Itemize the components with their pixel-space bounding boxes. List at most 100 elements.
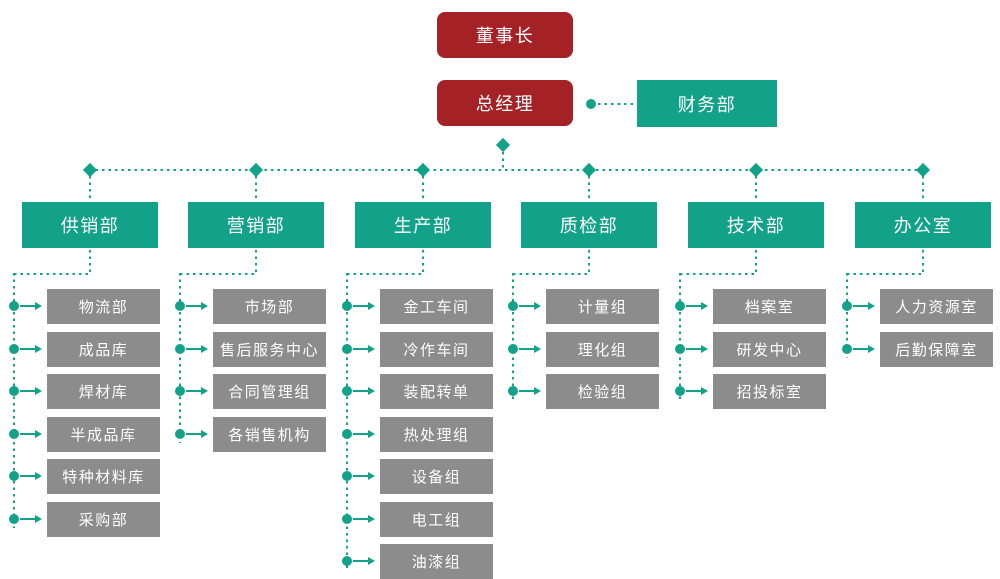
- connector-dot-sub: [9, 471, 19, 481]
- connector-dot-sub: [175, 386, 185, 396]
- connector-arrow-shaft: [519, 390, 535, 392]
- connector-dot-sub: [175, 301, 185, 311]
- arrow-right-icon: [201, 345, 208, 353]
- arrow-right-icon: [701, 345, 708, 353]
- connector-arrow-shaft: [20, 390, 36, 392]
- connector-column-rail: [179, 273, 181, 443]
- arrow-right-icon: [368, 302, 375, 310]
- arrow-right-icon: [701, 387, 708, 395]
- connector-arrow-shaft: [853, 305, 869, 307]
- arrow-right-icon: [368, 557, 375, 565]
- connector-diamond-gm: [495, 137, 511, 153]
- connector-elbow-vertical: [89, 250, 91, 274]
- connector-diamond-branch: [748, 162, 764, 178]
- node-sub-department: 研发中心: [713, 332, 826, 367]
- connector-diamond-branch: [581, 162, 597, 178]
- node-finance-department: 财务部: [637, 80, 777, 127]
- connector-drop-gm: [502, 152, 504, 169]
- connector-diamond-branch: [915, 162, 931, 178]
- node-department: 技术部: [688, 202, 824, 248]
- connector-dot-sub: [9, 344, 19, 354]
- connector-dot-sub: [675, 301, 685, 311]
- arrow-right-icon: [868, 302, 875, 310]
- arrow-right-icon: [35, 387, 42, 395]
- node-sub-department: 理化组: [546, 332, 659, 367]
- connector-elbow-vertical: [422, 250, 424, 274]
- connector-dot-sub: [342, 429, 352, 439]
- connector-elbow-horizontal: [180, 273, 256, 275]
- node-department: 营销部: [188, 202, 324, 248]
- node-department: 质检部: [521, 202, 657, 248]
- connector-arrow-shaft: [353, 433, 369, 435]
- arrow-right-icon: [701, 302, 708, 310]
- arrow-right-icon: [201, 302, 208, 310]
- node-sub-department: 市场部: [213, 289, 326, 324]
- connector-line-gm-finance: [598, 103, 637, 105]
- arrow-right-icon: [35, 345, 42, 353]
- arrow-right-icon: [368, 387, 375, 395]
- arrow-right-icon: [868, 345, 875, 353]
- node-sub-department: 装配转单: [380, 374, 493, 409]
- node-department: 生产部: [355, 202, 491, 248]
- connector-dot-sub: [9, 514, 19, 524]
- node-sub-department: 金工车间: [380, 289, 493, 324]
- node-sub-department: 油漆组: [380, 544, 493, 579]
- connector-elbow-horizontal: [680, 273, 756, 275]
- connector-drop-branch: [89, 176, 91, 202]
- node-sub-department: 成品库: [47, 332, 160, 367]
- connector-elbow-horizontal: [513, 273, 589, 275]
- connector-arrow-shaft: [186, 348, 202, 350]
- connector-dot-sub: [508, 301, 518, 311]
- connector-elbow-vertical: [755, 250, 757, 274]
- connector-drop-branch: [255, 176, 257, 202]
- connector-arrow-shaft: [20, 433, 36, 435]
- connector-main-rail: [89, 169, 923, 171]
- node-sub-department: 招投标室: [713, 374, 826, 409]
- connector-dot-sub: [342, 344, 352, 354]
- node-sub-department: 档案室: [713, 289, 826, 324]
- arrow-right-icon: [35, 430, 42, 438]
- node-sub-department: 冷作车间: [380, 332, 493, 367]
- connector-dot-gm-finance: [586, 99, 596, 109]
- connector-diamond-branch: [415, 162, 431, 178]
- arrow-right-icon: [368, 515, 375, 523]
- connector-column-rail: [512, 273, 514, 400]
- node-sub-department: 合同管理组: [213, 374, 326, 409]
- connector-dot-sub: [675, 344, 685, 354]
- connector-diamond-branch: [248, 162, 264, 178]
- connector-arrow-shaft: [20, 475, 36, 477]
- arrow-right-icon: [35, 302, 42, 310]
- arrow-right-icon: [534, 387, 541, 395]
- connector-elbow-horizontal: [14, 273, 90, 275]
- connector-elbow-vertical: [588, 250, 590, 274]
- node-chairman: 董事长: [437, 12, 573, 58]
- connector-dot-sub: [9, 301, 19, 311]
- connector-dot-sub: [342, 301, 352, 311]
- connector-arrow-shaft: [20, 518, 36, 520]
- connector-column-rail: [346, 273, 348, 570]
- connector-drop-branch: [755, 176, 757, 202]
- connector-arrow-shaft: [186, 305, 202, 307]
- connector-arrow-shaft: [186, 390, 202, 392]
- connector-arrow-shaft: [20, 348, 36, 350]
- connector-arrow-shaft: [20, 305, 36, 307]
- arrow-right-icon: [534, 345, 541, 353]
- node-sub-department: 特种材料库: [47, 459, 160, 494]
- connector-arrow-shaft: [353, 475, 369, 477]
- node-sub-department: 各销售机构: [213, 417, 326, 452]
- connector-dot-sub: [675, 386, 685, 396]
- arrow-right-icon: [534, 302, 541, 310]
- arrow-right-icon: [368, 472, 375, 480]
- connector-arrow-shaft: [686, 390, 702, 392]
- connector-elbow-vertical: [255, 250, 257, 274]
- node-sub-department: 设备组: [380, 459, 493, 494]
- connector-dot-sub: [842, 344, 852, 354]
- connector-dot-sub: [9, 386, 19, 396]
- node-sub-department: 电工组: [380, 502, 493, 537]
- connector-dot-sub: [508, 386, 518, 396]
- connector-column-rail: [13, 273, 15, 528]
- node-sub-department: 检验组: [546, 374, 659, 409]
- node-sub-department: 采购部: [47, 502, 160, 537]
- connector-drop-branch: [922, 176, 924, 202]
- connector-elbow-horizontal: [847, 273, 923, 275]
